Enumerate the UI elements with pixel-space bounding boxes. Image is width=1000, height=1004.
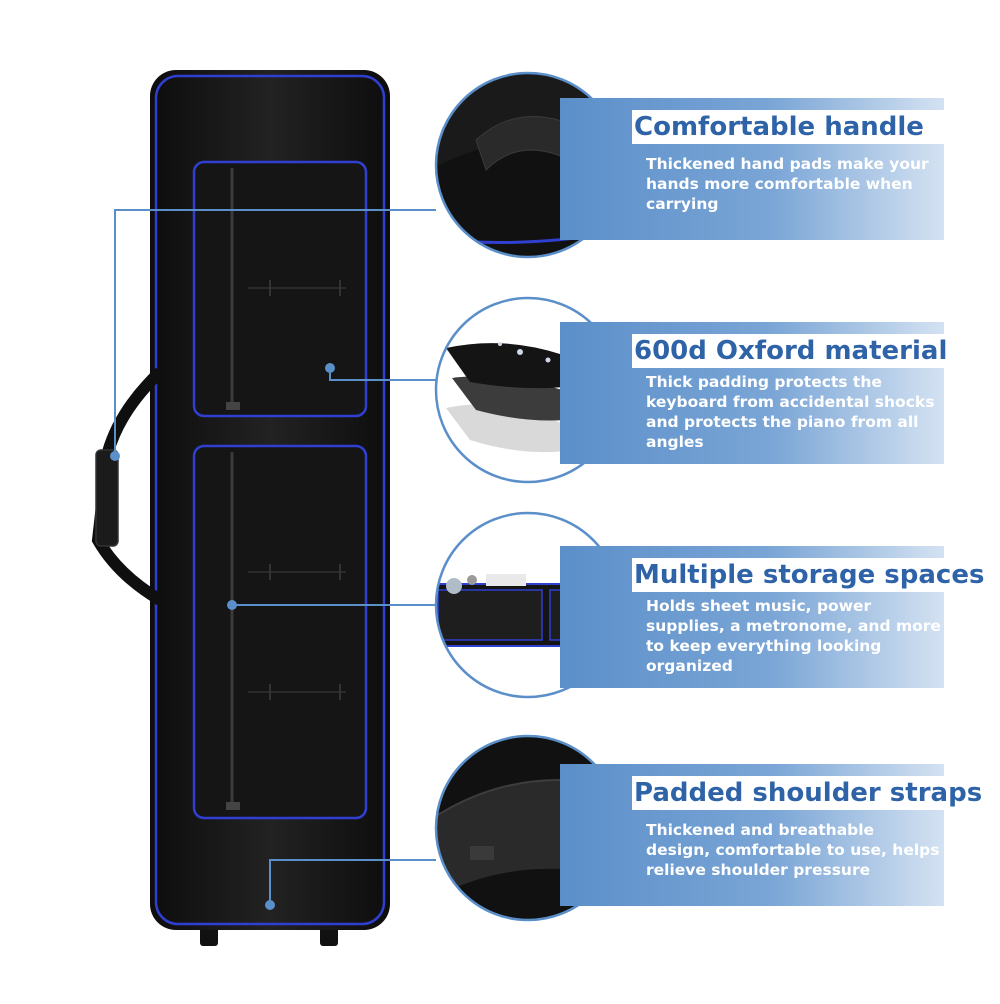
feature-title: Padded shoulder straps [632,776,983,810]
connector-dots [110,363,335,910]
feature-description: Holds sheet music, power supplies, a met… [646,597,941,675]
keyboard-bag [91,70,390,946]
top-zipper-pull [226,402,240,410]
bag-trim [154,74,386,926]
connector-lines [114,209,436,905]
feature-description: Thick padding protects the keyboard from… [646,373,935,451]
side-handle-pad [95,449,119,547]
feature-title: Multiple storage spaces [632,558,985,592]
bottom-zipper-pull [226,802,240,810]
feature-title: 600d Oxford material [632,334,954,368]
feature-description: Thickened hand pads make your hands more… [646,155,929,213]
bottom-pocket [192,444,368,820]
feature-title: Comfortable handle [632,110,954,144]
feature-description: Thickened and breathable design, comfort… [646,821,940,879]
